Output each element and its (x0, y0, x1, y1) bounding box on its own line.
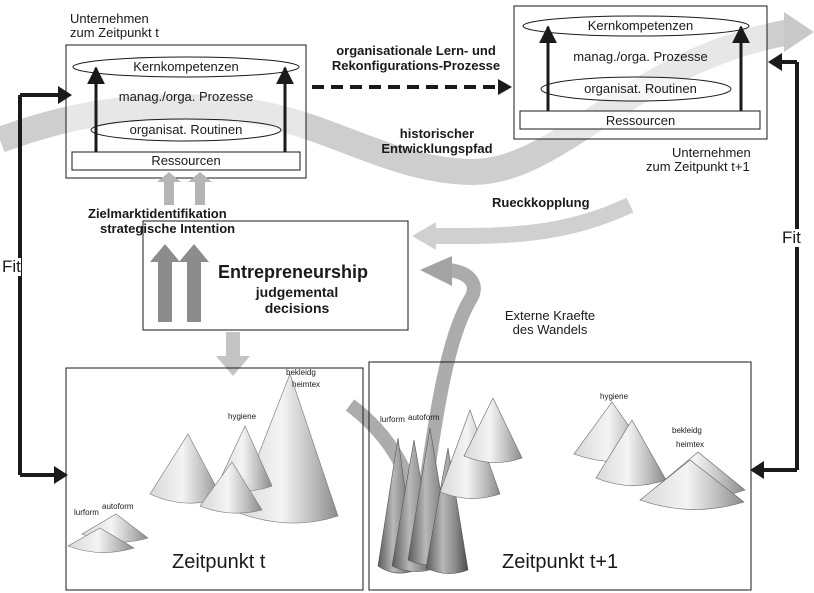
company-t-layer-core-competences: Kernkompetenzen (133, 59, 239, 74)
external-forces-line1: Externe Kraefte (504, 308, 596, 323)
cone-label-hygiene-t: hygiene (228, 412, 257, 421)
learning-arrowhead (498, 79, 512, 95)
target-label-line1: Zielmarktidentifikation (88, 206, 227, 221)
panel-t1-frame (368, 361, 752, 591)
fit-arrow-right (750, 53, 799, 479)
entrepreneurship-up-arrow-2 (179, 244, 209, 322)
entrepreneurship-line2: decisions (264, 300, 330, 316)
feedback-arrowhead (412, 222, 436, 250)
learning-label-line2: Rekonfigurations-Prozesse (331, 58, 501, 73)
cone-e-t1 (463, 397, 523, 463)
fit-arrow-left (18, 86, 72, 484)
cone-label-autoform-t1: autoform (408, 413, 440, 422)
company-t1-layer-core-competences: Kernkompetenzen (587, 18, 694, 33)
cone-c-t1 (425, 447, 469, 574)
learning-label-line1: organisationale Lern- und (336, 43, 496, 58)
company-t-layer-processes: manag./orga. Prozesse (118, 89, 254, 104)
entrepreneurship-up-arrow-1 (150, 244, 180, 322)
company-t1-layer-resources: Ressourcen (605, 113, 676, 128)
company-t-layer-resources: Ressourcen (151, 153, 221, 168)
company-t1-caption-line1: Unternehmen (672, 145, 751, 160)
path-label-line2: Entwicklungspfad (381, 141, 493, 156)
feedback-label: Rueckkopplung (492, 195, 590, 210)
cone-back-t (199, 461, 263, 514)
external-forces-line2: des Wandels (512, 322, 588, 337)
company-t1-caption-line2: zum Zeitpunkt t+1 (646, 159, 750, 174)
cone-label-bekleidg-t: bekleidg (286, 368, 316, 377)
historical-path-arrowhead (784, 12, 814, 52)
cone-label-autoform-t: autoform (102, 502, 134, 511)
fit-label-right: Fit (782, 228, 801, 247)
cone-lurform-t (67, 527, 135, 553)
company-t1-layer-processes: manag./orga. Prozesse (573, 49, 708, 64)
panel-t-frame (65, 367, 364, 591)
company-t-caption-line2: zum Zeitpunkt t (70, 25, 159, 40)
cones-panel-t1 (377, 397, 746, 574)
cone-label-bekleidg-t1: bekleidg (672, 426, 702, 435)
entrepreneurship-line1: judgemental (255, 284, 339, 300)
feedback-arrow (429, 197, 634, 245)
company-t1-layer-routines: organisat. Routinen (584, 81, 697, 96)
panel-t1-title: Zeitpunkt t+1 (502, 551, 619, 573)
cone-label-heimtex-t: heimtex (292, 380, 321, 389)
intent-up-arrow-1 (157, 172, 181, 205)
target-label-line2: strategische Intention (100, 221, 236, 236)
panel-t-title: Zeitpunkt t (172, 551, 266, 573)
company-t-layer-routines: organisat. Routinen (129, 122, 243, 137)
cone-label-lurform-t: lurform (74, 508, 99, 517)
external-forces-arrowhead (420, 256, 452, 286)
company-box-t1 (513, 5, 768, 140)
entrepreneurship-title: Entrepreneurship (218, 262, 369, 282)
cone-bekleidg-t1 (639, 459, 745, 510)
fit-label-left: Fit (2, 257, 21, 276)
company-t-caption-line1: Unternehmen (70, 11, 149, 26)
intent-up-arrow-2 (188, 172, 212, 205)
path-label-line1: historischer (399, 126, 475, 141)
cone-label-heimtex-t1: heimtex (676, 440, 705, 449)
cone-label-lurform-t1: lurform (380, 415, 405, 424)
down-arrow-to-panel (216, 332, 250, 376)
company-box-t (65, 44, 307, 179)
cones-panel-t (67, 373, 339, 553)
cone-label-hygiene-t1: hygiene (600, 392, 629, 401)
